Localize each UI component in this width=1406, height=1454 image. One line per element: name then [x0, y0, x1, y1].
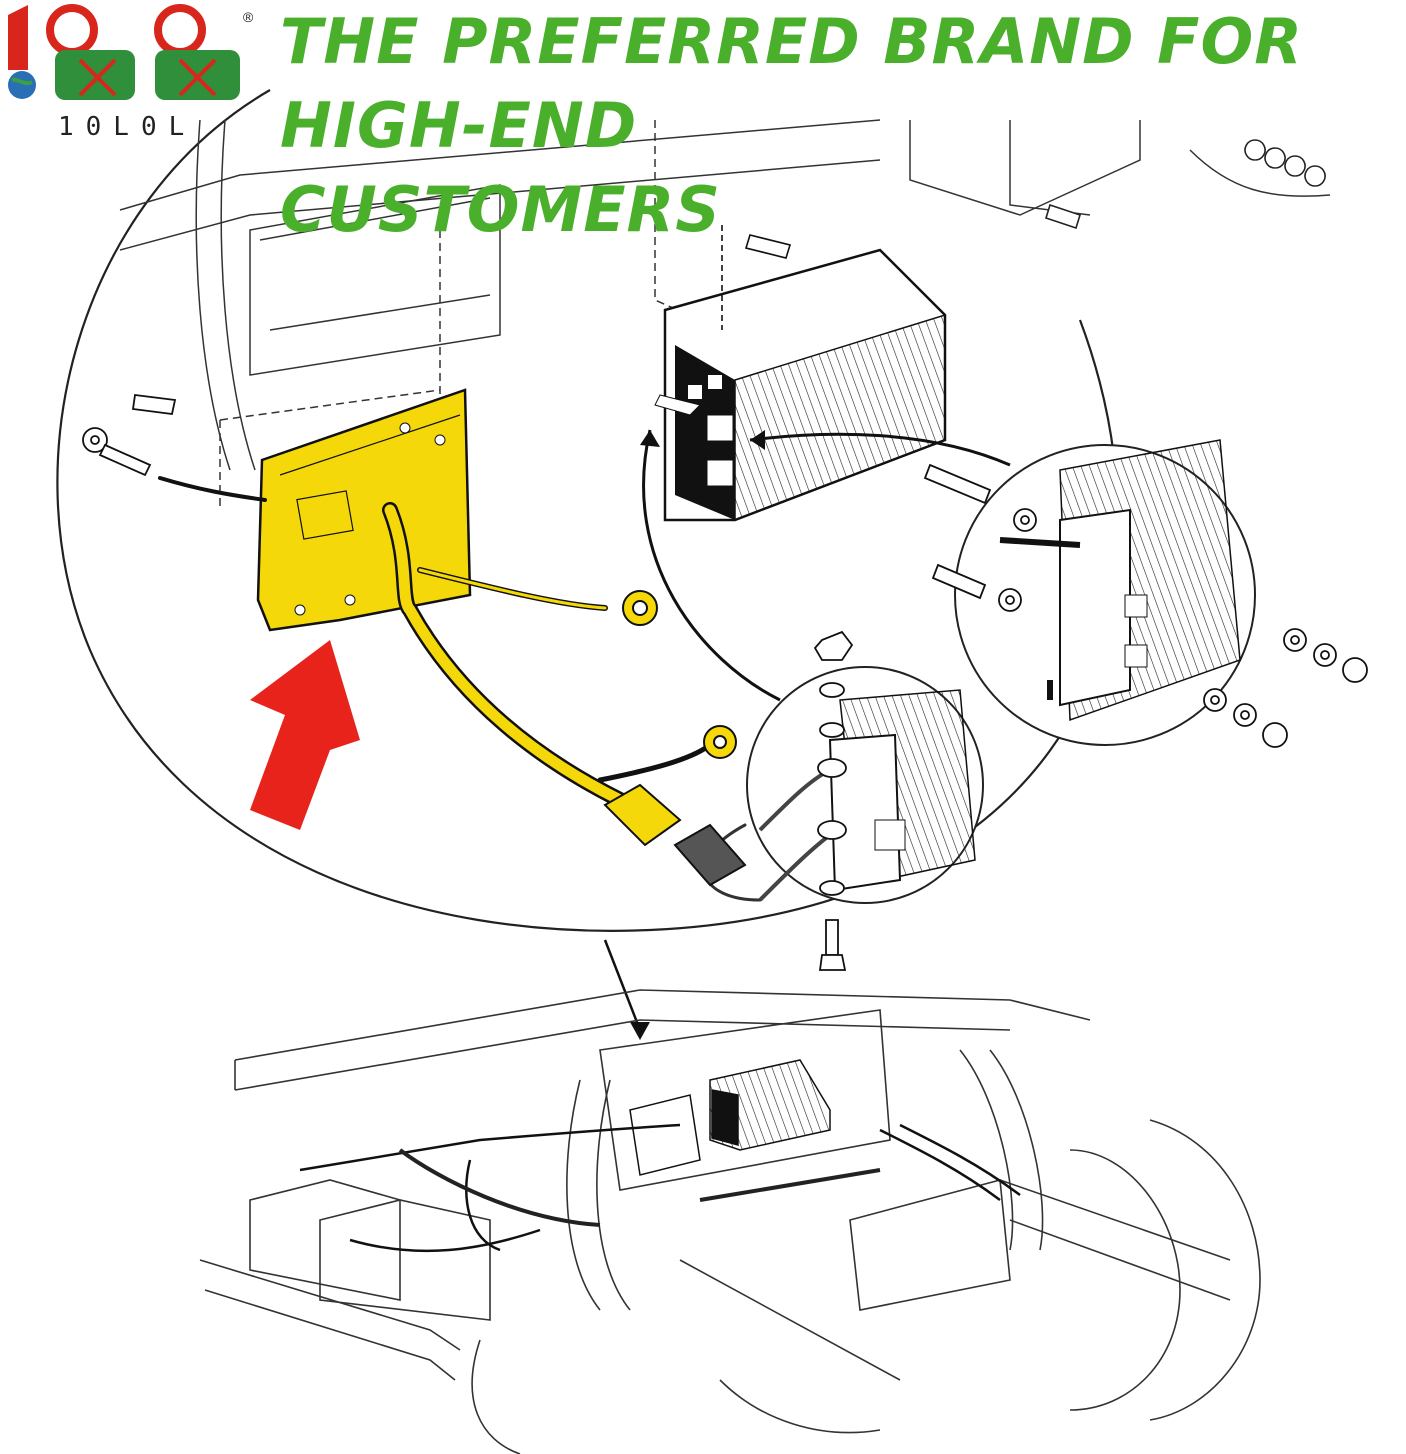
- red-pointer-arrow: [250, 640, 360, 830]
- controller-bolt: [721, 225, 792, 330]
- headline-line-2: CUSTOMERS: [280, 173, 721, 246]
- washers-nuts-right: [923, 463, 1368, 748]
- cart-battery-area: [398, 1148, 881, 1227]
- cart-controller-small: [629, 1059, 831, 1176]
- left-ring-terminal: [82, 393, 177, 477]
- logo-globe-icon: [8, 71, 36, 99]
- connection-arrow-loop: [642, 429, 781, 702]
- motor-controller: [654, 248, 947, 522]
- headline-line-1: THE PREFERRED BRAND FOR HIGH-END: [280, 5, 1303, 162]
- connection-arrow-top: [749, 432, 1011, 467]
- golf-cart-chassis: [199, 989, 1261, 1454]
- cart-frame-top-lineart: [119, 119, 1331, 510]
- ring-terminal: [622, 590, 737, 759]
- pointer-to-cart: [603, 939, 642, 1031]
- washer-stack-lower: [813, 630, 854, 971]
- detail-circle-lower: [746, 666, 984, 904]
- logo-red-one: [8, 5, 28, 70]
- registered-mark: ®: [243, 9, 254, 25]
- headline: THE PREFERRED BRAND FOR HIGH-END CUSTOME…: [280, 0, 1406, 252]
- logo-wordmark: 10L0L: [58, 112, 197, 142]
- wire-harness: [158, 476, 762, 902]
- mounting-plate-yellow: [256, 388, 472, 632]
- cart-wiring: [299, 1123, 1021, 1253]
- bolt-top-right: [1045, 139, 1326, 230]
- harness-connector: [603, 783, 747, 887]
- brand-logo: ®: [8, 4, 254, 100]
